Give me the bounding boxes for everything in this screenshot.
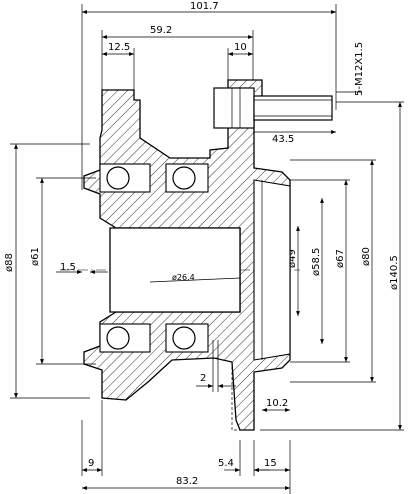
dim-overall-bottom: 83.2 [82,440,291,494]
svg-text:1.5: 1.5 [60,262,76,273]
dim-flange-to-hub: 59.2 [101,25,254,90]
dim-flange-face: 10.2 [262,398,290,412]
dim-gap: 1.5 [56,262,108,274]
svg-text:ø67: ø67 [335,249,346,268]
svg-text:5-M12X1.5: 5-M12X1.5 [354,42,365,96]
dim-pilot-58-5: ø58.5 [311,198,324,344]
dim-step-15: 15 [253,458,290,472]
svg-text:2: 2 [200,373,206,384]
svg-text:83.2: 83.2 [176,476,198,487]
dim-stud-length: 43.5 [253,130,336,145]
dim-stud-offset: 10 [227,42,253,80]
svg-text:10: 10 [234,42,247,53]
svg-text:9: 9 [88,458,94,469]
svg-text:ø80: ø80 [361,247,372,266]
svg-text:ø88: ø88 [4,253,15,272]
hub-body [83,79,291,431]
svg-text:ø140.5: ø140.5 [389,255,400,290]
dim-stud-spec: 5-M12X1.5 [336,42,365,96]
dim-pilot-80: ø80 [290,159,376,383]
wheel-stud [213,87,333,129]
svg-text:12.5: 12.5 [108,42,130,53]
dim-left-offset: 9 [81,400,103,476]
svg-text:59.2: 59.2 [150,25,172,36]
svg-text:ø61: ø61 [30,247,41,266]
bearing-balls [99,163,209,353]
svg-text:43.5: 43.5 [272,134,294,145]
dim-flange-thickness: 12.5 [102,42,135,90]
dim-pilot-67: ø67 [290,179,350,363]
lower-flange-hidden [231,362,254,431]
dim-step-5-4: 5.4 [218,440,270,476]
dim-pilot-49: ø49 [287,226,300,316]
svg-text:ø26.4: ø26.4 [172,273,195,282]
svg-text:ø58.5: ø58.5 [311,248,322,276]
svg-text:10.2: 10.2 [266,398,288,409]
svg-text:101.7: 101.7 [190,1,219,12]
dim-outer-diameter-left: ø88 [4,143,90,399]
svg-text:15: 15 [264,458,277,469]
svg-text:5.4: 5.4 [218,458,234,469]
dim-inner-bore: ø26.4 [149,273,241,283]
svg-text:ø49: ø49 [287,249,298,268]
dim-flange-diameter: ø140.5 [260,101,404,431]
